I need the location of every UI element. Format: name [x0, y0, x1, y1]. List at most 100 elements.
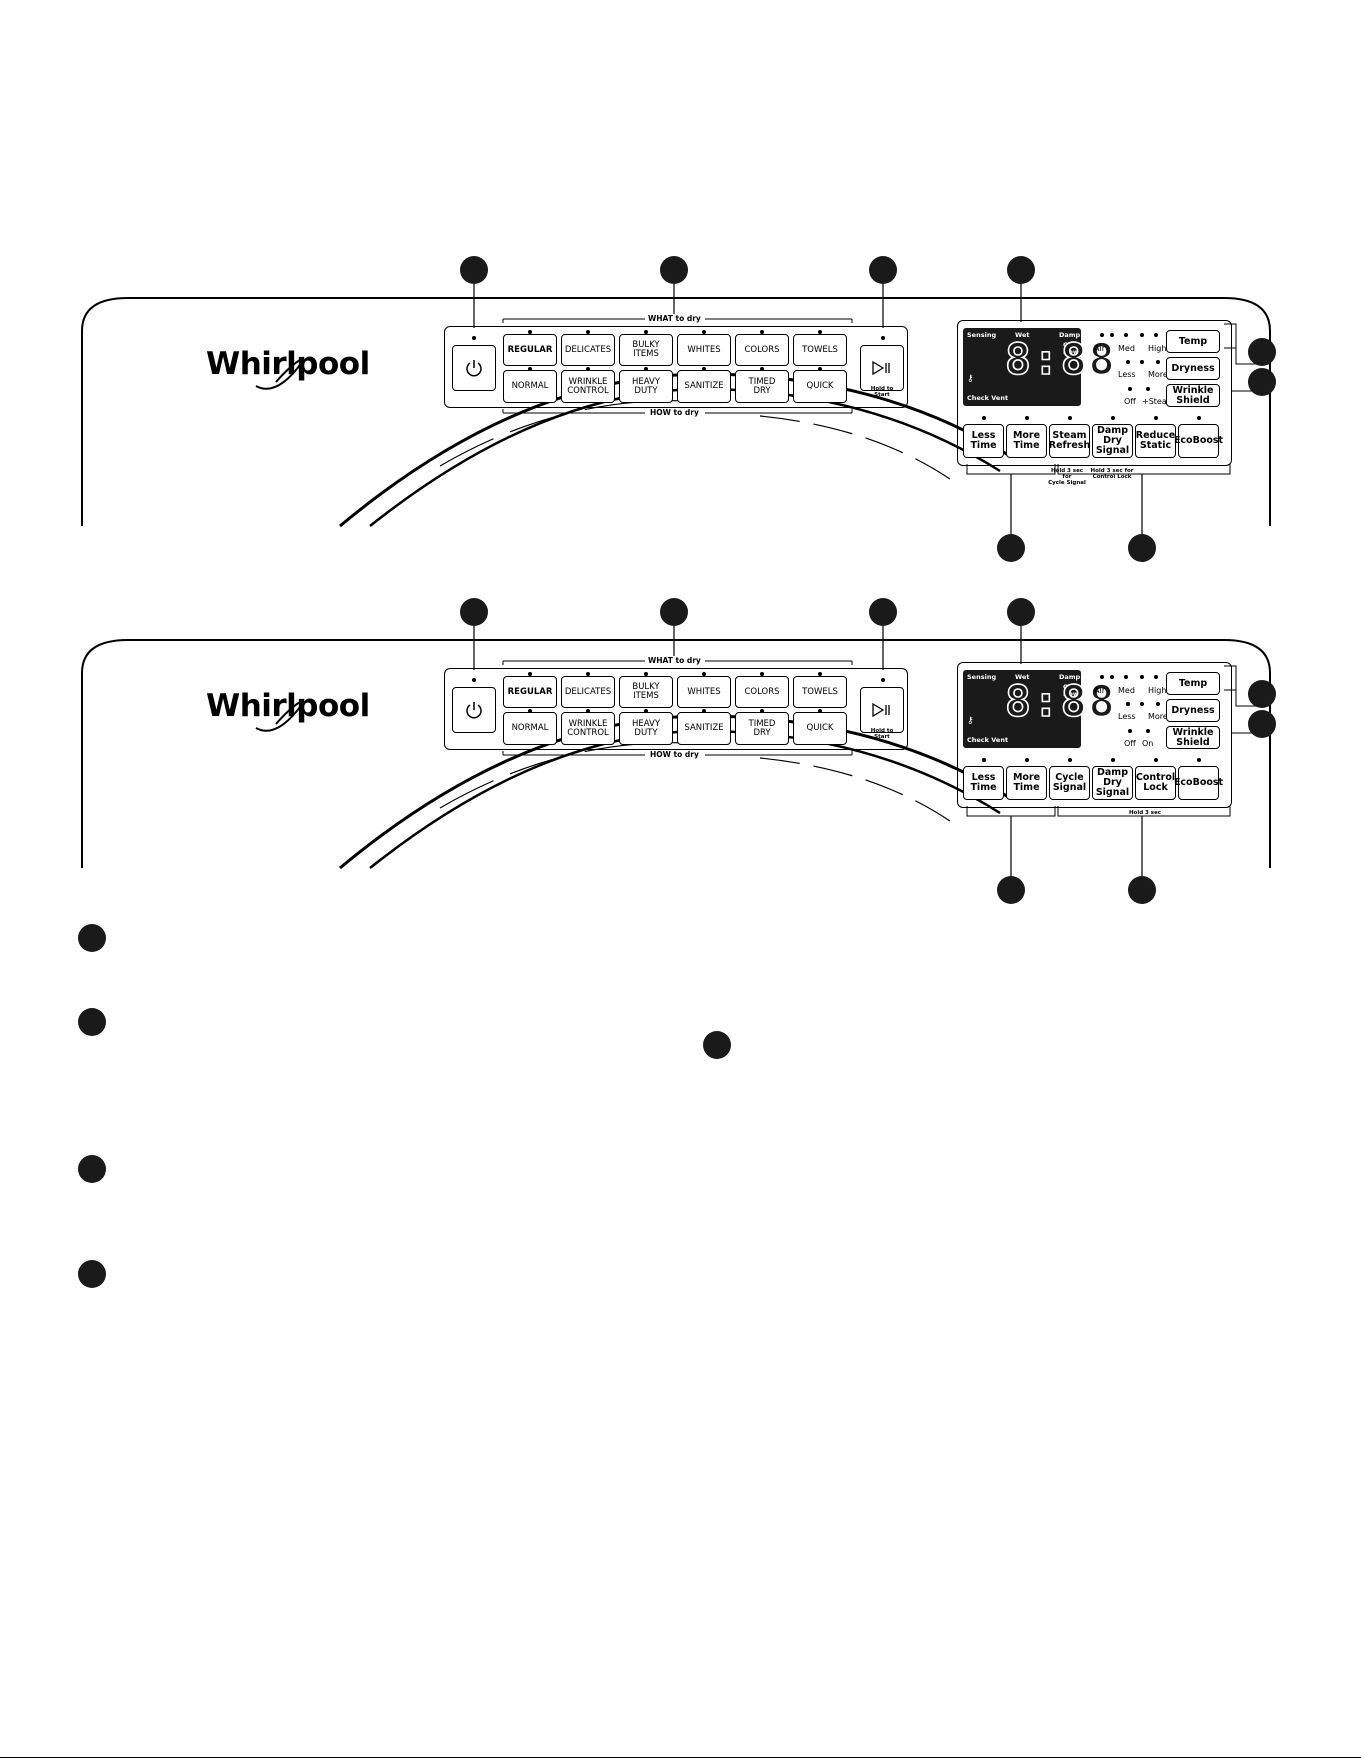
option-indicator-dot — [1154, 758, 1158, 762]
cycle-button[interactable]: WHITES — [677, 676, 731, 708]
cycle-indicator-dot — [760, 330, 764, 334]
panel-callout-6 — [1248, 710, 1276, 738]
option-button[interactable]: EcoBoost — [1174, 766, 1223, 800]
temp-level-dot — [1124, 333, 1128, 337]
side-option-button[interactable]: Dryness — [1166, 699, 1220, 722]
panel-callout-4 — [1007, 256, 1035, 284]
option-button[interactable]: More Time — [1006, 766, 1047, 800]
cycle-button[interactable]: REGULAR — [503, 676, 557, 708]
dryness-level-dot — [1156, 360, 1160, 364]
power-indicator-dot — [472, 678, 476, 682]
cycle-button[interactable]: NORMAL — [503, 370, 557, 403]
display-label-wet: Wet — [1015, 673, 1030, 681]
dryness-level-label: Less — [1118, 370, 1136, 379]
side-option-button[interactable]: Wrinkle Shield — [1166, 384, 1220, 407]
shield-level-dot — [1146, 387, 1150, 391]
option-button[interactable]: Less Time — [963, 766, 1004, 800]
cycle-button[interactable]: DELICATES — [561, 676, 615, 708]
option-button[interactable]: Less Time — [963, 424, 1004, 458]
option-button[interactable]: Control Lock — [1135, 766, 1176, 800]
option-indicator-dot — [1068, 758, 1072, 762]
cycle-button[interactable]: COLORS — [735, 676, 789, 708]
cycle-button[interactable]: TIMED DRY — [735, 370, 789, 403]
panel-callout-3 — [869, 256, 897, 284]
cycle-button[interactable]: TOWELS — [793, 676, 847, 708]
panel-callout-1 — [460, 256, 488, 284]
display-digits: 8:88 — [1004, 676, 1117, 728]
panel-callout-8 — [1128, 534, 1156, 562]
start-pause-button[interactable] — [860, 687, 904, 733]
dryness-level-label: More — [1148, 712, 1168, 721]
cycle-button[interactable]: HEAVY DUTY — [619, 370, 673, 403]
display-label-check-vent: Check Vent — [967, 394, 1009, 402]
display-label-cool-down: Cool Down — [1063, 341, 1084, 356]
temp-level-dot — [1124, 675, 1128, 679]
shield-level-dot — [1128, 387, 1132, 391]
cycle-button[interactable]: WHITES — [677, 334, 731, 366]
temp-level-dot — [1140, 675, 1144, 679]
how-to-dry-label: HOW to dry — [650, 750, 699, 759]
cycle-indicator-dot — [644, 709, 648, 713]
dryness-level-dot — [1126, 360, 1130, 364]
dryness-level-label: More — [1148, 370, 1168, 379]
option-button[interactable]: EcoBoost — [1174, 424, 1223, 458]
option-button[interactable]: Steam Refresh — [1049, 424, 1090, 458]
right-panel-border — [957, 320, 1232, 466]
option-indicator-dot — [1025, 758, 1029, 762]
cycle-indicator-dot — [528, 709, 532, 713]
cycle-indicator-dot — [818, 672, 822, 676]
panel-callout-2 — [660, 598, 688, 626]
side-option-button[interactable]: Temp — [1166, 672, 1220, 695]
cycle-button[interactable]: TOWELS — [793, 334, 847, 366]
power-button[interactable] — [452, 687, 496, 733]
cycle-button[interactable]: COLORS — [735, 334, 789, 366]
temp-level-dot — [1110, 333, 1114, 337]
hold-to-start-label: Hold to Start — [870, 386, 894, 398]
side-option-button[interactable]: Dryness — [1166, 357, 1220, 380]
temp-level-label: Med — [1118, 686, 1135, 695]
play-pause-icon — [872, 361, 890, 375]
cycle-button[interactable]: REGULAR — [503, 334, 557, 366]
start-pause-button[interactable] — [860, 345, 904, 391]
option-button[interactable]: Damp Dry Signal — [1092, 766, 1133, 800]
side-option-button[interactable]: Wrinkle Shield — [1166, 726, 1220, 749]
panel-callout-2 — [660, 256, 688, 284]
cycle-indicator-dot — [644, 367, 648, 371]
cycle-button[interactable]: QUICK — [793, 370, 847, 403]
option-button[interactable]: More Time — [1006, 424, 1047, 458]
display-label-sensing: Sensing — [967, 331, 997, 339]
temp-level-label: Air — [1094, 344, 1105, 353]
side-option-button[interactable]: Temp — [1166, 330, 1220, 353]
cycle-button[interactable]: SANITIZE — [677, 370, 731, 403]
temp-level-dot — [1100, 675, 1104, 679]
cycle-button[interactable]: BULKY ITEMS — [619, 676, 673, 708]
start-indicator-dot — [881, 678, 885, 682]
option-button[interactable]: Reduce Static — [1135, 424, 1176, 458]
cycle-button[interactable]: NORMAL — [503, 712, 557, 745]
cycle-indicator-dot — [702, 672, 706, 676]
panel-callout-3 — [869, 598, 897, 626]
option-indicator-dot — [1154, 416, 1158, 420]
cycle-panel-border — [444, 668, 908, 750]
cycle-button[interactable]: WRINKLE CONTROL — [561, 712, 615, 745]
hold-note-cycle-signal: Hold 3 sec for Cycle Signal — [1048, 468, 1086, 486]
option-indicator-dot — [982, 758, 986, 762]
cycle-button[interactable]: BULKY ITEMS — [619, 334, 673, 366]
cycle-button[interactable]: TIMED DRY — [735, 712, 789, 745]
option-button[interactable]: Damp Dry Signal — [1092, 424, 1133, 458]
power-button[interactable] — [452, 345, 496, 391]
cycle-button[interactable]: DELICATES — [561, 334, 615, 366]
cycle-button[interactable]: HEAVY DUTY — [619, 712, 673, 745]
panel-callout-7 — [997, 534, 1025, 562]
option-button[interactable]: Cycle Signal — [1049, 766, 1090, 800]
display-label-cool-down: Cool Down — [1063, 683, 1084, 698]
cycle-button[interactable]: WRINKLE CONTROL — [561, 370, 615, 403]
temp-level-dot — [1154, 333, 1158, 337]
option-indicator-dot — [1197, 758, 1201, 762]
cycle-button[interactable]: QUICK — [793, 712, 847, 745]
footer-rule — [0, 1757, 1361, 1758]
cycle-button[interactable]: SANITIZE — [677, 712, 731, 745]
play-pause-icon — [872, 703, 890, 717]
right-panel-border — [957, 662, 1232, 808]
